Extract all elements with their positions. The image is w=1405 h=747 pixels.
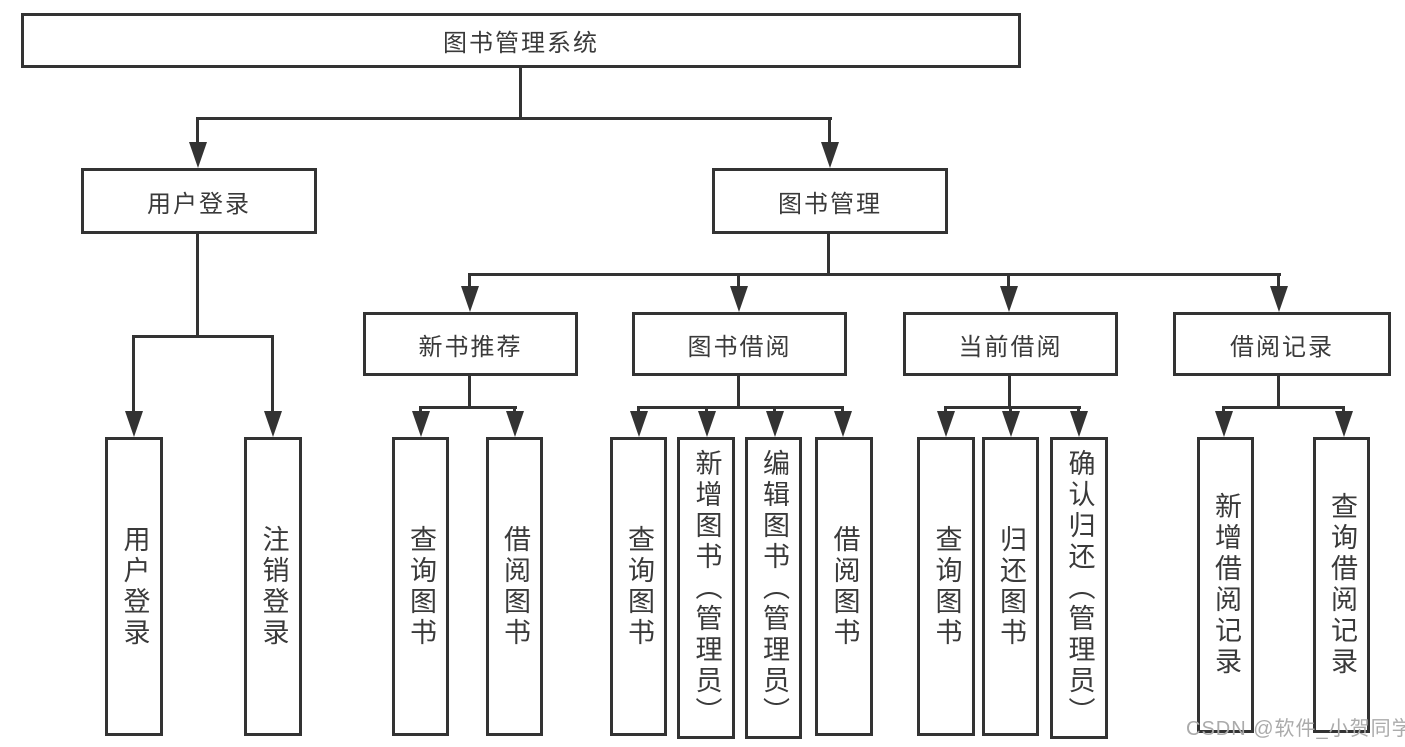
- leaf-borrow-books-label: 借阅图书: [829, 524, 860, 649]
- node-borrow-records-label: 借阅记录: [1230, 333, 1334, 361]
- connector-drop-mgmt: [828, 117, 831, 147]
- connector-records-stem: [1277, 376, 1280, 408]
- leaf-query-borrow-record: 查询借阅记录: [1313, 437, 1370, 733]
- leaf-recommend-query-books: 查询图书: [392, 437, 449, 736]
- node-borrow-records: 借阅记录: [1173, 312, 1391, 376]
- leaf-current-query-books-label: 查询图书: [931, 524, 962, 649]
- connector-drop: [1277, 273, 1280, 288]
- connector-drop: [1077, 406, 1080, 414]
- leaf-logout-label: 注销登录: [258, 524, 289, 649]
- connector-drop: [1007, 273, 1010, 288]
- arrowhead-icon: [821, 142, 839, 168]
- leaf-add-books-admin: 新增图书（管理员）: [677, 437, 735, 739]
- arrowhead-icon: [1070, 411, 1088, 437]
- connector-root-hline: [196, 117, 832, 120]
- leaf-user-login: 用户登录: [105, 437, 163, 736]
- node-root-label: 图书管理系统: [443, 30, 599, 57]
- arrowhead-icon: [834, 411, 852, 437]
- connector-drop: [271, 335, 274, 413]
- connector-drop: [705, 406, 708, 414]
- node-user-login: 用户登录: [81, 168, 317, 234]
- leaf-logout: 注销登录: [244, 437, 302, 736]
- connector-borrow-hline: [637, 406, 844, 409]
- node-book-management: 图书管理: [712, 168, 948, 234]
- node-book-borrow-label: 图书借阅: [687, 333, 792, 361]
- connector-mgmt-stem: [827, 234, 830, 275]
- arrowhead-icon: [461, 286, 479, 312]
- connector-records-hline: [1222, 406, 1345, 409]
- connector-drop: [1222, 406, 1225, 414]
- arrowhead-icon: [698, 411, 716, 437]
- node-current-borrow-label: 当前借阅: [958, 333, 1063, 361]
- node-current-borrow: 当前借阅: [903, 312, 1118, 376]
- leaf-borrow-books: 借阅图书: [815, 437, 873, 736]
- connector-current-hline: [944, 406, 1081, 409]
- connector-drop: [132, 335, 135, 413]
- arrowhead-icon: [506, 411, 524, 437]
- connector-drop: [513, 406, 516, 414]
- arrowhead-icon: [630, 411, 648, 437]
- connector-drop: [773, 406, 776, 414]
- arrowhead-icon: [766, 411, 784, 437]
- leaf-user-login-label: 用户登录: [119, 524, 150, 649]
- connector-borrow-stem: [737, 376, 740, 408]
- leaf-recommend-query-books-label: 查询图书: [406, 524, 436, 649]
- node-root: 图书管理系统: [21, 13, 1021, 68]
- leaf-current-query-books: 查询图书: [917, 437, 975, 736]
- node-new-book-recommend: 新书推荐: [363, 312, 578, 376]
- connector-drop: [1342, 406, 1345, 414]
- leaf-return-books-label: 归还图书: [996, 524, 1026, 649]
- connector-drop: [1009, 406, 1012, 414]
- leaf-recommend-borrow-books: 借阅图书: [486, 437, 543, 736]
- node-new-book-recommend-label: 新书推荐: [418, 333, 523, 361]
- leaf-edit-books-admin-label: 编辑图书（管理员）: [759, 448, 789, 728]
- arrowhead-icon: [189, 142, 207, 168]
- node-book-management-label: 图书管理: [778, 190, 882, 218]
- connector-mgmt-hline: [468, 273, 1281, 276]
- node-book-borrow: 图书借阅: [632, 312, 847, 376]
- arrowhead-icon: [937, 411, 955, 437]
- arrowhead-icon: [1215, 411, 1233, 437]
- arrowhead-icon: [1335, 411, 1353, 437]
- arrowhead-icon: [125, 411, 143, 437]
- csdn-watermark: CSDN @软件_小贺同学: [1186, 718, 1405, 740]
- leaf-add-borrow-record: 新增借阅记录: [1197, 437, 1254, 733]
- arrowhead-icon: [264, 411, 282, 437]
- connector-recommend-hline: [419, 406, 517, 409]
- connector-drop: [841, 406, 844, 414]
- leaf-query-borrow-record-label: 查询借阅记录: [1327, 492, 1357, 678]
- leaf-add-books-admin-label: 新增图书（管理员）: [691, 448, 722, 728]
- connector-recommend-stem: [468, 376, 471, 408]
- arrowhead-icon: [730, 286, 748, 312]
- arrowhead-icon: [1002, 411, 1020, 437]
- connector-root-stem: [519, 68, 522, 119]
- leaf-confirm-return-admin-label: 确认归还（管理员）: [1064, 448, 1095, 728]
- arrowhead-icon: [1000, 286, 1018, 312]
- leaf-confirm-return-admin: 确认归还（管理员）: [1050, 437, 1108, 739]
- leaf-borrow-query-books-label: 查询图书: [624, 524, 654, 649]
- leaf-add-borrow-record-label: 新增借阅记录: [1211, 492, 1241, 678]
- arrowhead-icon: [412, 411, 430, 437]
- arrowhead-icon: [1270, 286, 1288, 312]
- connector-current-stem: [1008, 376, 1011, 408]
- leaf-return-books: 归还图书: [982, 437, 1039, 736]
- connector-drop: [737, 273, 740, 288]
- leaf-borrow-query-books: 查询图书: [610, 437, 667, 736]
- leaf-edit-books-admin: 编辑图书（管理员）: [745, 437, 802, 739]
- connector-drop: [637, 406, 640, 414]
- connector-drop: [468, 273, 471, 288]
- leaf-recommend-borrow-books-label: 借阅图书: [500, 524, 530, 649]
- connector-user-hline: [132, 335, 274, 338]
- connector-drop-user: [196, 117, 199, 147]
- connector-user-stem: [196, 234, 199, 337]
- connector-drop: [944, 406, 947, 414]
- node-user-login-label: 用户登录: [147, 190, 251, 218]
- connector-drop: [419, 406, 422, 414]
